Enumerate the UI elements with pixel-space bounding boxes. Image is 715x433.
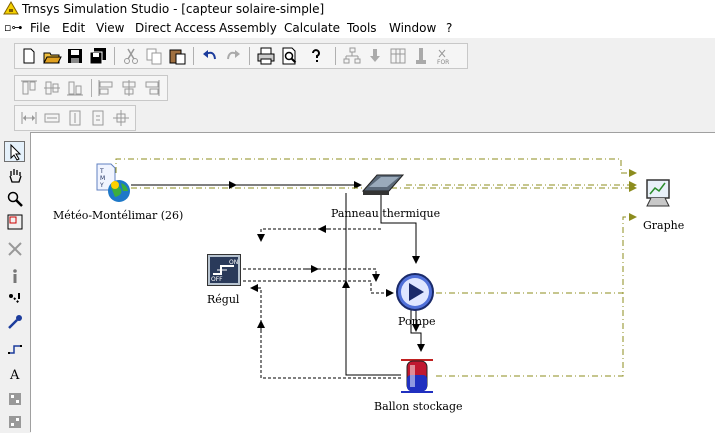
- save-all-icon[interactable]: [88, 46, 108, 66]
- meteo-badge-t: T: [99, 168, 104, 175]
- pump-icon[interactable]: [395, 272, 435, 312]
- same-width-icon[interactable]: [19, 108, 39, 128]
- window-title: Trnsys Simulation Studio - [capteur sola…: [22, 2, 325, 16]
- toolbar-row-3: [0, 103, 715, 131]
- link-pompe-ballon-2: [410, 308, 425, 352]
- link-panneau-pompe: [380, 193, 420, 264]
- link-regul-pompe-2: [243, 280, 394, 297]
- separator: [335, 47, 336, 65]
- menu-tools[interactable]: Tools: [347, 21, 377, 35]
- link-ballon-panneau: [345, 193, 401, 376]
- solar-panel-icon[interactable]: [361, 171, 405, 197]
- meteo-label: Météo-Montélimar (26): [53, 209, 184, 222]
- align-top-icon[interactable]: [19, 78, 39, 98]
- graphe-label: Graphe: [643, 219, 685, 232]
- help-icon[interactable]: [306, 46, 326, 66]
- delete-link-icon[interactable]: [4, 238, 25, 259]
- link-ballon-graphe: [436, 293, 624, 377]
- align-left-icon[interactable]: [96, 78, 116, 98]
- pompe-label: Pompe: [398, 315, 436, 328]
- svg-text:A: A: [9, 368, 20, 383]
- info-icon[interactable]: [4, 265, 25, 286]
- save-icon[interactable]: [65, 46, 85, 66]
- select-tool-icon[interactable]: [4, 141, 25, 162]
- hierarchy-icon[interactable]: [342, 46, 362, 66]
- link-meteo-graphe: [115, 158, 637, 177]
- open-icon[interactable]: [42, 46, 62, 66]
- menu-bar: ▫⊶ File Edit View Direct Access Assembly…: [0, 18, 715, 38]
- svg-text:M: M: [100, 175, 105, 182]
- spread-icon[interactable]: [88, 108, 108, 128]
- link-tool-icon[interactable]: [4, 288, 25, 309]
- trnsys-app-icon: [3, 1, 19, 18]
- link-pompe-graphe: [436, 213, 637, 294]
- align-bottom-icon[interactable]: [65, 78, 85, 98]
- svg-text:Y: Y: [99, 182, 104, 189]
- panneau-label: Panneau thermique: [331, 207, 441, 220]
- center-icon[interactable]: [111, 108, 131, 128]
- menu-edit[interactable]: Edit: [62, 21, 86, 35]
- size-toolbar: [14, 105, 136, 131]
- pan-hand-icon[interactable]: [4, 165, 25, 186]
- toolbar-row-1: FOR: [0, 41, 715, 69]
- undo-icon[interactable]: [200, 46, 220, 66]
- redo-icon[interactable]: [223, 46, 243, 66]
- link-ballon-regul: [250, 284, 401, 379]
- storage-tank-icon[interactable]: [399, 357, 435, 395]
- system-menu-icon[interactable]: ▫⊶: [4, 21, 23, 34]
- connection-links: [115, 158, 637, 379]
- group-icon[interactable]: [4, 411, 25, 432]
- simulation-canvas[interactable]: T M Y Météo-Montélimar (26) Panneau ther…: [31, 132, 715, 433]
- zoom-icon[interactable]: [4, 188, 25, 209]
- menu-view[interactable]: View: [96, 21, 125, 35]
- svg-text:FOR: FOR: [437, 59, 449, 66]
- same-size-icon[interactable]: [65, 108, 85, 128]
- regul-on-text: ON: [229, 259, 238, 266]
- cut-icon[interactable]: [121, 46, 141, 66]
- print-icon[interactable]: [256, 46, 276, 66]
- pen-icon[interactable]: [411, 46, 431, 66]
- regul-label: Régul: [207, 293, 240, 306]
- table-icon[interactable]: [388, 46, 408, 66]
- link-regul-pompe: [243, 268, 380, 282]
- same-height-icon[interactable]: [42, 108, 62, 128]
- menu-file[interactable]: File: [30, 21, 51, 35]
- paste-icon[interactable]: [167, 46, 187, 66]
- separator: [91, 79, 92, 97]
- menu-calculate[interactable]: Calculate: [284, 21, 341, 35]
- ballon-label: Ballon stockage: [374, 400, 463, 413]
- polyline-icon[interactable]: [4, 337, 25, 358]
- macro-icon[interactable]: [4, 388, 25, 409]
- regul-off-text: OFF: [211, 276, 223, 283]
- align-middle-icon[interactable]: [42, 78, 62, 98]
- menu-help[interactable]: ?: [446, 21, 453, 35]
- align-center-icon[interactable]: [119, 78, 139, 98]
- toolbar-row-2: [0, 73, 715, 101]
- controller-onoff-icon[interactable]: ON OFF: [207, 254, 241, 286]
- menu-direct-access[interactable]: Direct Access: [135, 21, 216, 35]
- title-bar: Trnsys Simulation Studio - [capteur sola…: [0, 0, 715, 18]
- copy-icon[interactable]: [144, 46, 164, 66]
- main-toolbar: FOR: [14, 43, 468, 69]
- align-right-icon[interactable]: [142, 78, 162, 98]
- fortran-icon[interactable]: FOR: [434, 46, 454, 66]
- zoom-rect-icon[interactable]: [4, 211, 25, 232]
- align-toolbar: [14, 75, 168, 101]
- text-tool-icon[interactable]: A: [4, 363, 25, 384]
- separator: [114, 47, 115, 65]
- print-preview-icon[interactable]: [279, 46, 299, 66]
- menu-assembly[interactable]: Assembly: [219, 21, 277, 35]
- graph-plotter-icon[interactable]: [641, 177, 675, 209]
- dropper-icon[interactable]: [4, 311, 25, 332]
- separator: [249, 47, 250, 65]
- new-icon[interactable]: [19, 46, 39, 66]
- link-panneau-regul: [257, 228, 381, 242]
- download-icon[interactable]: [365, 46, 385, 66]
- tool-palette: A: [0, 132, 31, 432]
- separator: [193, 47, 194, 65]
- menu-window[interactable]: Window: [389, 21, 437, 35]
- meteo-component-icon[interactable]: T M Y: [93, 163, 133, 205]
